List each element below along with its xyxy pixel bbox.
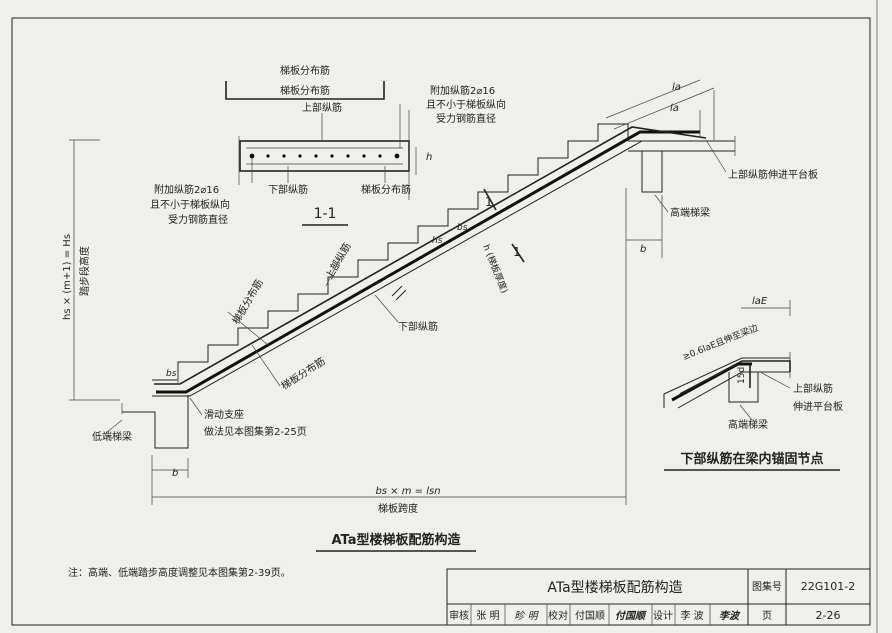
section-add-bar-right-2: 且不小于梯板纵向 <box>426 98 506 111</box>
stair-title: ATa型楼梯板配筋构造 <box>331 532 461 548</box>
section-dist-bar-top-label: 梯板分布筋 <box>280 64 330 77</box>
section-add-bar-right-1: 附加纵筋2⌀16 <box>430 84 495 97</box>
stair-dist-bar-2-label: 梯板分布筋 <box>279 354 328 392</box>
la2-label: la <box>670 103 679 114</box>
height-desc-label: 踏步段高度 <box>78 246 91 296</box>
designer-name: 李 波 <box>680 609 703 622</box>
la1-label: la <box>672 82 681 93</box>
cut-mark-1: 1 <box>485 195 493 209</box>
designer-signature: 李波 <box>719 610 741 622</box>
page-frame <box>11 17 871 626</box>
reviewer-name: 张 明 <box>476 610 499 622</box>
lae-label: laE <box>752 296 768 307</box>
detail-extend-label: ≥0.6laE且伸至梁边 <box>681 321 760 362</box>
checker-name: 付国顺 <box>575 609 605 622</box>
low-end-beam <box>122 395 189 449</box>
cut-mark-2: 1 <box>513 245 521 259</box>
detail-top-bar-label-1: 上部纵筋 <box>793 382 833 395</box>
page-number: 2-26 <box>816 609 841 622</box>
section-dist-bar-top-shape <box>225 81 385 100</box>
stair-steps <box>152 123 629 381</box>
title-block-title: ATa型楼梯板配筋构造 <box>547 579 682 596</box>
section-1-1: 梯板分布筋 梯板分布筋 上部纵筋 h 附加纵筋2⌀16 且不小于梯板纵向 受力钢… <box>150 64 506 226</box>
checker-signature: 付国顺 <box>615 610 647 622</box>
review-label: 审核 <box>449 609 469 622</box>
section-dist-bar-inner-label: 梯板分布筋 <box>280 84 330 97</box>
b-left-label: b <box>172 468 178 479</box>
detail-15d-label: 15d <box>737 367 747 384</box>
section-bottom-long-bar-label: 下部纵筋 <box>268 183 308 196</box>
atlas-label: 图集号 <box>752 580 782 593</box>
slide-support-label: 滑动支座 <box>204 408 244 421</box>
check-label: 校对 <box>548 609 568 622</box>
section-h-label: h <box>426 152 432 163</box>
detail-title: 下部纵筋在梁内锚固节点 <box>680 451 823 467</box>
anchor-detail: laE ≥0.6laE且伸至梁边 15d 上部纵筋 伸进平台板 高端梯梁 下部纵… <box>663 296 843 471</box>
thickness-label: h (梯板厚度) <box>480 243 510 295</box>
section-add-bar-left-3: 受力钢筋直径 <box>168 213 228 226</box>
bs-upper-label: bs <box>457 223 468 233</box>
atlas-number: 22G101-2 <box>801 580 855 593</box>
stair-soffit <box>152 140 643 397</box>
stair-top-long-bar-label: 上部纵筋 <box>322 240 353 281</box>
low-beam-label: 低端梯梁 <box>92 430 132 443</box>
top-bar-extend-label: 上部纵筋伸进平台板 <box>728 168 818 181</box>
top-long-bar <box>154 126 707 385</box>
section-dist-bar-bottom-label: 梯板分布筋 <box>361 183 411 196</box>
section-add-bar-left-1: 附加纵筋2⌀16 <box>154 183 219 196</box>
high-end-beam <box>641 151 663 193</box>
slide-support-ref-label: 做法见本图集第2-25页 <box>204 425 307 438</box>
page-label: 页 <box>762 610 772 622</box>
design-label: 设计 <box>653 609 673 622</box>
section-add-bar-left-2: 且不小于梯板纵向 <box>150 198 230 211</box>
high-beam-label: 高端梯梁 <box>670 206 710 219</box>
section-bar-dots <box>249 153 400 159</box>
bs-lower-label: bs <box>166 369 177 379</box>
detail-top-bar <box>679 360 791 395</box>
section-add-bar-right-3: 受力钢筋直径 <box>436 112 496 125</box>
section-title: 1-1 <box>314 206 337 222</box>
stair-drawing: la la 上部纵筋伸进平台板 高端梯梁 b 1 1 bs hs h (梯板厚度… <box>62 79 818 552</box>
b-right-label: b <box>640 244 646 255</box>
stair-bottom-long-bar-label: 下部纵筋 <box>398 320 438 333</box>
drawing-note: 注：高端、低端踏步高度调整见本图集第2-39页。 <box>68 566 291 579</box>
detail-high-beam-label: 高端梯梁 <box>728 418 768 431</box>
section-outline <box>239 140 410 172</box>
detail-beam <box>728 372 759 403</box>
height-formula-label: hs × (m+1) = Hs <box>62 234 73 320</box>
span-label: 梯板跨度 <box>378 502 418 515</box>
stair-dist-bar-1-label: 梯板分布筋 <box>229 277 265 327</box>
section-top-long-bar-label: 上部纵筋 <box>302 101 342 114</box>
title-block: ATa型楼梯板配筋构造 图集号 22G101-2 审核 张 明 昣 明 校对 付… <box>446 568 871 626</box>
hs-label: hs <box>432 236 443 246</box>
span-formula-label: bs × m = lsn <box>375 486 440 497</box>
detail-top-bar-label-2: 伸进平台板 <box>793 400 843 413</box>
reviewer-signature: 昣 明 <box>514 610 539 622</box>
